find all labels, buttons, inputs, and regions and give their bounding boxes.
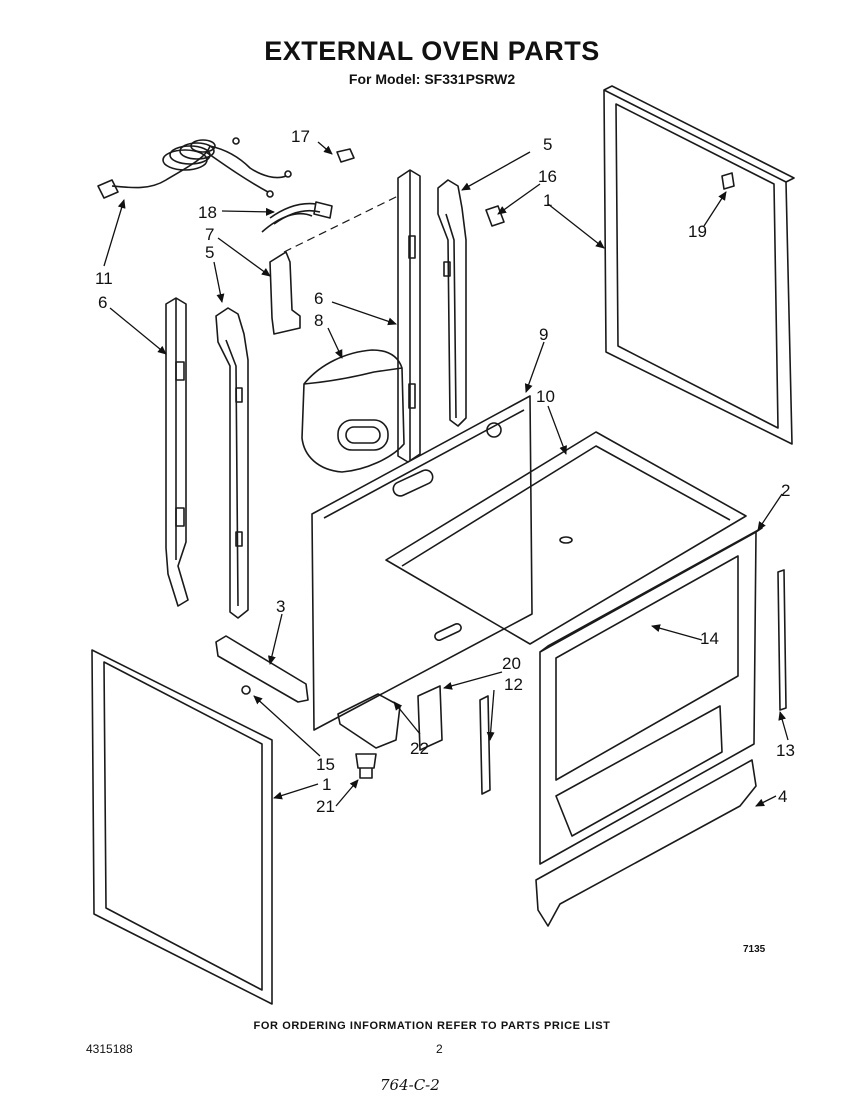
side-panel-left-part: [91, 649, 273, 1005]
screw-part: [241, 685, 251, 695]
callout-15: 15: [316, 755, 335, 774]
wire-harness-part: [261, 201, 333, 233]
vertical-bar-part: [479, 695, 491, 795]
callout-16: 16: [538, 167, 557, 186]
side-panel-right-part: [603, 85, 795, 445]
callout-18: 18: [198, 203, 217, 222]
callout-10: 10: [536, 387, 555, 406]
front-left-channel-part: [215, 307, 249, 619]
front-frame-part: [539, 527, 763, 865]
rear-left-channel-part: [165, 297, 189, 607]
leveling-leg-part: [355, 753, 377, 779]
clip-bracket-part: [417, 685, 443, 751]
callout-17: 17: [291, 127, 310, 146]
callout-4: 4: [778, 787, 787, 806]
callout-5-left: 5: [205, 243, 214, 262]
power-cord-part: [97, 137, 292, 199]
rail-bracket-part: [215, 635, 309, 703]
callout-13: 13: [776, 741, 795, 760]
page-title: EXTERNAL OVEN PARTS: [264, 36, 600, 66]
top-panel-part: [385, 431, 747, 645]
callout-6-center: 6: [314, 289, 323, 308]
page-number: 2: [436, 1042, 443, 1056]
trim-strip-part: [777, 569, 787, 711]
callout-11: 11: [95, 269, 113, 288]
callout-12: 12: [504, 675, 523, 694]
callout-8: 8: [314, 311, 323, 330]
callout-14: 14: [700, 629, 719, 648]
small-bracket-part: [485, 205, 505, 227]
rear-panel-part: [311, 395, 533, 731]
base-rail-part: [535, 759, 757, 927]
ordering-note: FOR ORDERING INFORMATION REFER TO PARTS …: [253, 1020, 611, 1032]
terminal-block-part: [336, 148, 355, 163]
callout-22: 22: [410, 739, 429, 758]
document-number: 4315188: [86, 1042, 133, 1056]
model-subtitle: For Model: SF331PSRW2: [348, 71, 516, 87]
callout-2: 2: [781, 481, 790, 500]
callout-1-left: 1: [322, 775, 331, 794]
bracket-part: [269, 251, 301, 335]
rear-right-channel-part: [397, 169, 421, 463]
callout-5-right: 5: [543, 135, 552, 154]
callout-19: 19: [688, 222, 707, 241]
callout-1-right: 1: [543, 191, 552, 210]
callout-21: 21: [316, 797, 335, 816]
bottom-bracket-part: [337, 693, 401, 749]
callout-3: 3: [276, 597, 285, 616]
callout-20: 20: [502, 654, 521, 673]
vent-duct-part: [301, 349, 405, 473]
callout-9: 9: [539, 325, 548, 344]
callout-7: 7: [205, 225, 214, 244]
callout-6-left: 6: [98, 293, 107, 312]
figure-code: 7135: [743, 944, 766, 955]
front-right-channel-part: [437, 179, 467, 427]
handwritten-note: 764-C-2: [380, 1076, 440, 1094]
clip-part: [721, 172, 735, 190]
